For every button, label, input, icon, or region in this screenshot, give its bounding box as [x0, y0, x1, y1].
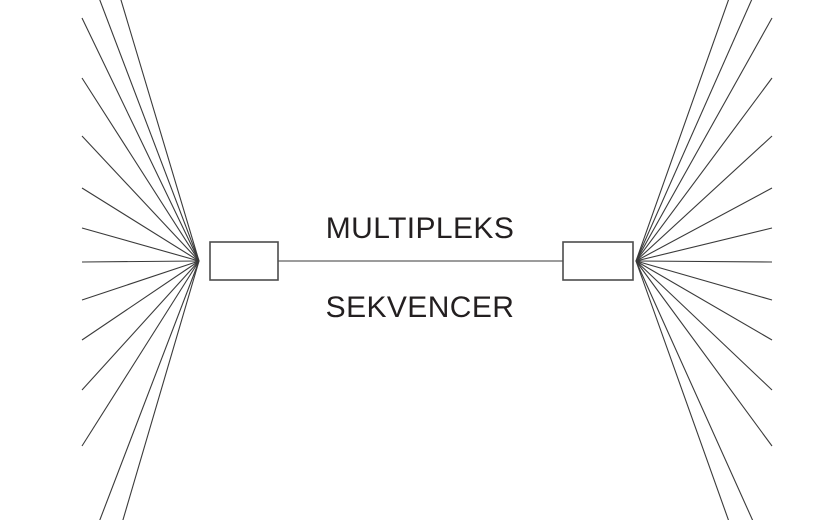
left-fan-line-2 [81, 17, 200, 262]
left-fan-line-7 [81, 260, 200, 263]
label-sekvencer: SEKVENCER [326, 291, 515, 324]
left-fan-line-6 [81, 227, 200, 262]
boxes-group [209, 241, 634, 281]
right-fan-line-5 [635, 187, 773, 262]
label-multipleks: MULTIPLEKS [326, 212, 515, 245]
right-box[interactable] [562, 241, 634, 281]
right-fan-line-7 [635, 260, 773, 263]
left-fan-line-11 [81, 260, 200, 447]
left-fan-line-5 [81, 187, 200, 262]
left-fan-line-9 [81, 260, 200, 341]
right-fan-line-6 [635, 227, 773, 262]
left-fan-line-13 [122, 260, 200, 520]
right-fan-line-0 [635, 0, 730, 262]
right-fan-line-2 [635, 17, 773, 262]
right-fan-line-8 [635, 260, 773, 301]
right-fan-line-13 [635, 260, 754, 520]
left-fan-line-4 [81, 135, 200, 262]
left-fan-line-1 [120, 0, 200, 262]
right-fan-lines [635, 0, 773, 520]
right-fan-line-4 [635, 135, 773, 262]
left-fan-line-8 [81, 260, 200, 301]
left-fan-lines [81, 0, 200, 520]
right-fan-line-3 [635, 77, 773, 262]
right-fan-line-11 [635, 260, 773, 447]
left-fan-line-0 [99, 0, 200, 262]
left-fan-line-10 [81, 260, 200, 391]
left-fan-line-12 [99, 260, 200, 520]
right-fan-line-1 [635, 0, 753, 262]
right-fan-line-9 [635, 260, 773, 341]
right-fan-line-12 [635, 260, 730, 520]
right-fan-line-10 [635, 260, 773, 391]
left-fan-line-3 [81, 77, 200, 262]
left-box[interactable] [209, 241, 279, 281]
